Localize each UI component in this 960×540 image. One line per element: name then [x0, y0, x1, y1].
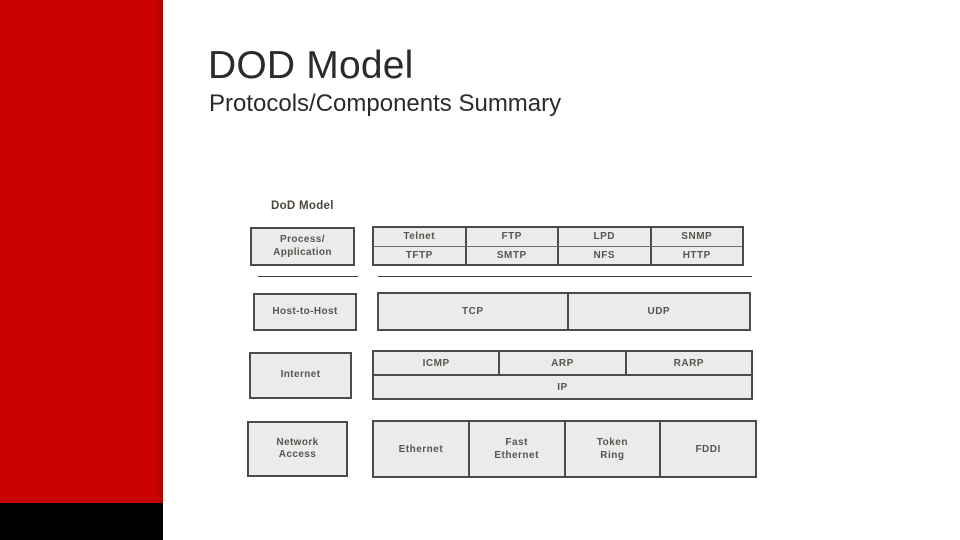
- protocol-label: NFS: [593, 249, 615, 261]
- protocol-label: ICMP: [422, 357, 450, 369]
- internet-protocols-row-1: ICMP ARP RARP: [374, 352, 751, 376]
- protocol-label: Ethernet: [398, 443, 444, 455]
- protocol-label: FDDI: [695, 443, 721, 455]
- protocol-cell-lpd: LPD: [557, 228, 650, 246]
- protocol-cell-ftp: FTP: [464, 228, 558, 246]
- protocol-cell-telnet: Telnet: [374, 228, 465, 246]
- red-sidebar-accent: [0, 0, 163, 503]
- internet-protocols-row-2: IP: [374, 376, 751, 398]
- black-footer-bar: [0, 503, 163, 540]
- layer-label-line: Host-to-Host: [272, 305, 338, 317]
- layer-box-internet: Internet: [249, 352, 352, 399]
- protocol-label: SMTP: [496, 249, 527, 261]
- protocol-cell-smtp: SMTP: [464, 246, 558, 264]
- internet-protocols-grid: ICMP ARP RARP IP: [372, 350, 753, 400]
- transport-protocols-row: TCP UDP: [379, 294, 749, 329]
- layer-label-line: Access: [278, 449, 317, 460]
- layer-label-line: Process/: [280, 234, 325, 245]
- protocol-cell-udp: UDP: [566, 294, 749, 329]
- protocol-label: SNMP: [681, 231, 713, 243]
- protocol-cell-token-ring: Token Ring: [563, 422, 660, 476]
- protocol-label: IP: [557, 381, 568, 393]
- layer-box-host-to-host: Host-to-Host: [253, 293, 357, 331]
- protocol-label: HTTP: [682, 249, 711, 261]
- layer-box-network-access: Network Access: [247, 421, 348, 477]
- divider-line-left: [258, 276, 358, 277]
- network-protocols-row: Ethernet Fast Ethernet Token Ring FDDI: [374, 422, 755, 476]
- layer-box-process-application: Process/ Application: [250, 227, 355, 266]
- divider-line-right: [378, 276, 752, 277]
- protocol-label: RARP: [673, 357, 704, 369]
- layer-label-line: Application: [273, 246, 332, 258]
- slide-title: DOD Model: [208, 44, 414, 87]
- protocol-label: LPD: [593, 231, 615, 243]
- protocol-label: Fast: [505, 437, 528, 448]
- protocol-cell-icmp: ICMP: [374, 352, 498, 374]
- application-protocols-row-1: Telnet FTP LPD SNMP: [374, 228, 742, 247]
- protocol-label: Ethernet: [494, 450, 539, 461]
- protocol-label: ARP: [551, 357, 574, 369]
- protocol-cell-tcp: TCP: [379, 294, 567, 329]
- protocol-cell-rarp: RARP: [624, 352, 751, 374]
- application-protocols-grid: Telnet FTP LPD SNMP TFTP SMTP NFS HTTP: [372, 226, 744, 266]
- application-protocols-row-2: TFTP SMTP NFS HTTP: [374, 246, 743, 265]
- diagram-heading: DoD Model: [271, 200, 334, 212]
- protocol-cell-tftp: TFTP: [374, 247, 465, 265]
- protocol-label: TFTP: [405, 249, 433, 261]
- protocol-label: Telnet: [403, 231, 436, 243]
- layer-label-line: Network: [276, 436, 319, 448]
- protocol-cell-ip: IP: [374, 376, 751, 398]
- protocol-cell-arp: ARP: [498, 352, 624, 374]
- layer-label-line: Internet: [280, 369, 321, 381]
- transport-protocols-grid: TCP UDP: [377, 292, 751, 331]
- protocol-label: Ring: [600, 450, 625, 461]
- protocol-cell-ethernet: Ethernet: [374, 422, 468, 476]
- network-protocols-grid: Ethernet Fast Ethernet Token Ring FDDI: [372, 420, 757, 478]
- protocol-cell-fast-ethernet: Fast Ethernet: [467, 422, 564, 476]
- protocol-label: Token: [596, 437, 628, 448]
- protocol-cell-http: HTTP: [649, 246, 743, 264]
- protocol-label: FTP: [501, 231, 522, 243]
- protocol-label: TCP: [462, 306, 484, 317]
- protocol-cell-snmp: SNMP: [649, 228, 743, 246]
- protocol-cell-nfs: NFS: [557, 246, 650, 264]
- slide-subtitle: Protocols/Components Summary: [209, 90, 562, 117]
- protocol-cell-fddi: FDDI: [659, 422, 755, 476]
- protocol-label: UDP: [647, 306, 671, 317]
